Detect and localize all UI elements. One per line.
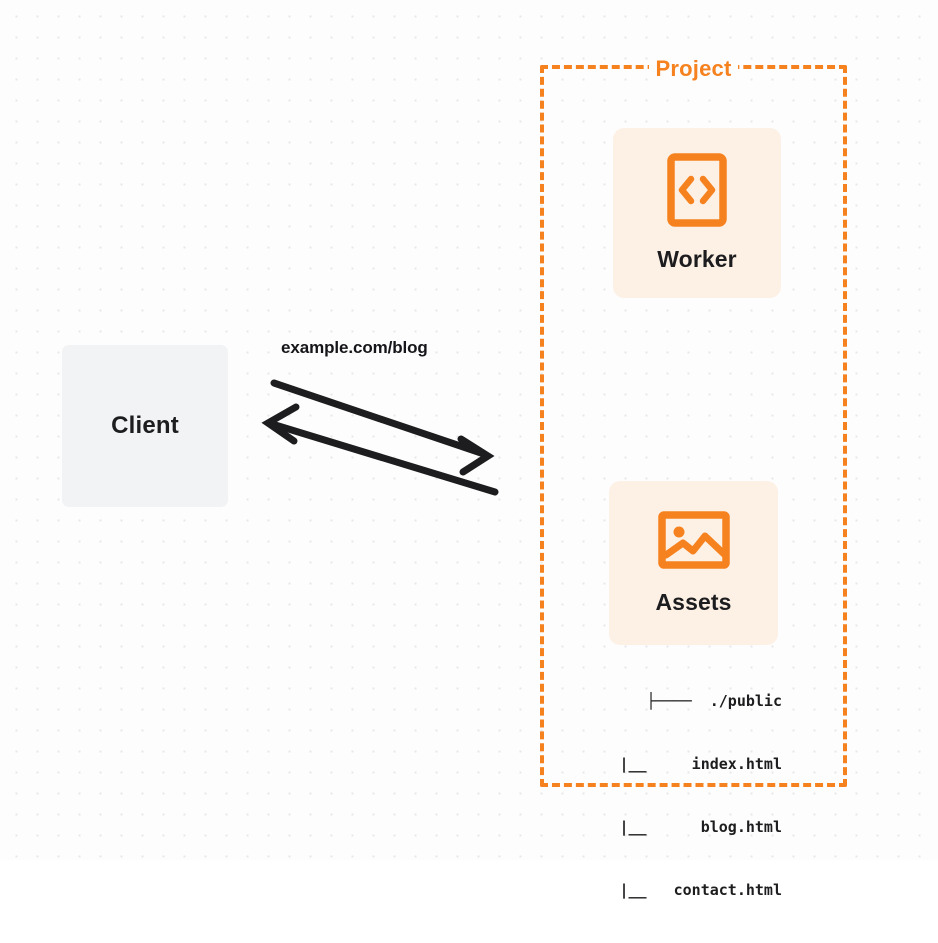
worker-card[interactable]: Worker (613, 128, 781, 298)
project-title: Project (648, 56, 739, 82)
client-node[interactable]: Client (62, 345, 228, 507)
file-tree-row: |__ blog.html (619, 818, 782, 836)
file-tree-row: |__ contact.html (619, 881, 782, 899)
image-picture-icon (657, 510, 730, 575)
assets-label: Assets (655, 589, 732, 615)
connection-url-label: example.com/blog (281, 338, 428, 357)
assets-card[interactable]: Assets (609, 481, 778, 645)
asset-file-tree: ├──── ./public |__ index.html |__ blog.h… (560, 649, 782, 943)
diagram-canvas: Client example.com/blog Project Worker (0, 0, 938, 899)
request-arrow (270, 379, 495, 476)
worker-label: Worker (657, 246, 737, 272)
file-tree-row: ├──── ./public (646, 692, 782, 710)
code-document-icon (667, 153, 727, 232)
client-label: Client (111, 412, 179, 439)
file-tree-row: |__ index.html (619, 755, 782, 773)
project-group-boundary: Project (540, 56, 847, 787)
response-arrow (261, 403, 499, 496)
